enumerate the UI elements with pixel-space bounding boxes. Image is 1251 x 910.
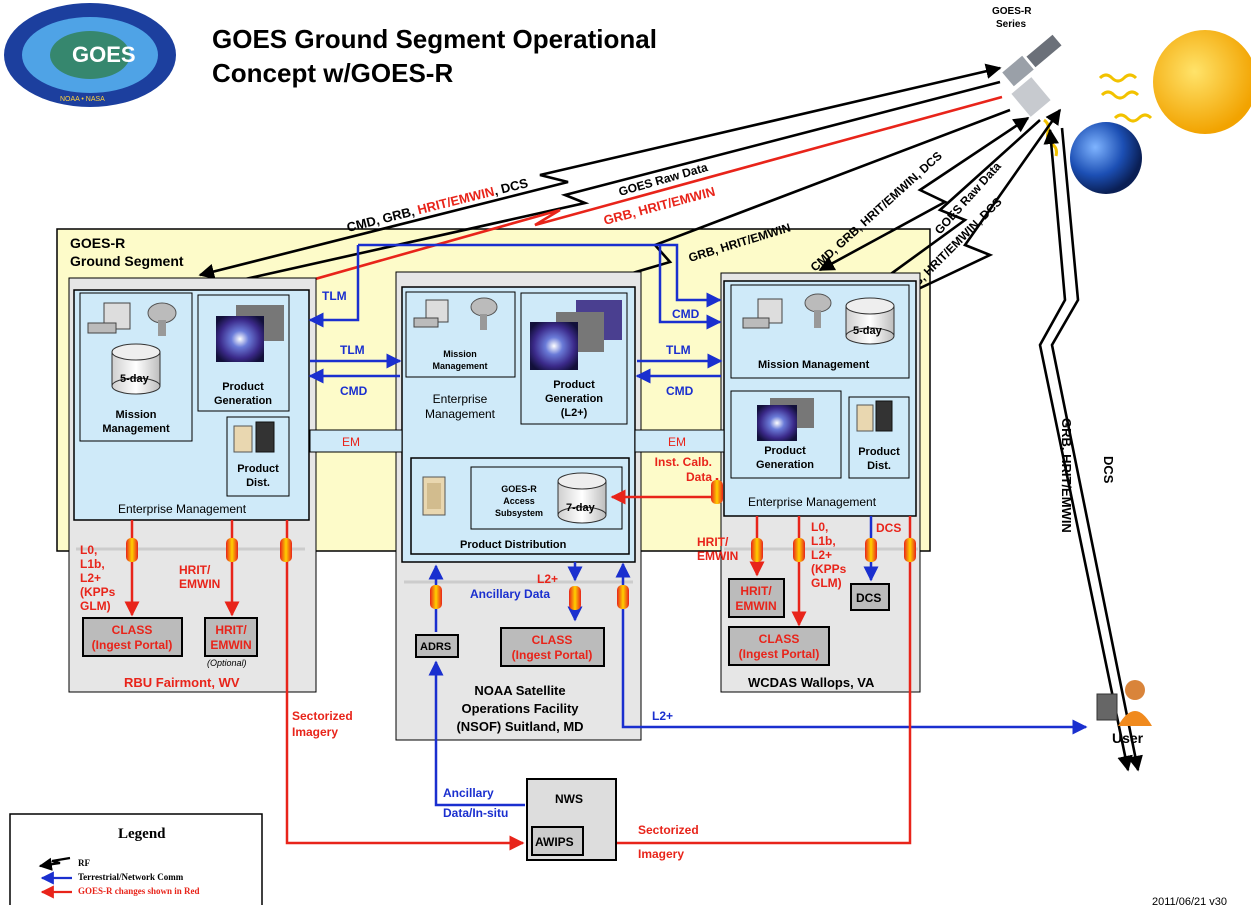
- nws-label: NWS: [555, 792, 583, 806]
- rbu-hrit-box: [204, 617, 258, 657]
- computer-icon: [742, 298, 783, 329]
- wcdas-hrit-box: [728, 578, 785, 618]
- rbu-class-label: CLASS(Ingest Portal): [92, 623, 173, 652]
- rbu-hrit-label: HRIT/EMWIN: [179, 563, 220, 591]
- inst-calb-label: Inst. Calb.Data: [655, 455, 713, 484]
- goes-logo: GOES NOAA • NASA: [4, 3, 176, 107]
- nsof-l2-user-label: L2+: [652, 709, 673, 723]
- legend-title: Legend: [118, 826, 166, 842]
- rbu-optional-label: (Optional): [207, 658, 247, 668]
- wcdas-five-day-label: 5-day: [853, 325, 883, 337]
- tlm-label-top: TLM: [322, 289, 347, 303]
- wcdas-dcs-box-label: DCS: [856, 591, 881, 605]
- nsof-prod-dist-label: Product Distribution: [460, 539, 567, 551]
- logo-ring-text: NOAA • NASA: [60, 96, 105, 103]
- awips-box: [531, 826, 584, 856]
- satellite-imagery-icon: [216, 305, 284, 362]
- wcdas-hrit-label: HRIT/EMWIN: [697, 535, 738, 563]
- rbu-hrit-box-label: HRIT/EMWIN: [210, 623, 251, 652]
- rbu-five-day-label: 5-day: [120, 373, 150, 385]
- cmd-label-left: CMD: [340, 384, 368, 398]
- network-plug-icon: [430, 585, 629, 610]
- five-day-storage-icon: [845, 297, 895, 345]
- satellite-imagery-icon: [530, 300, 622, 370]
- nsof-class-label: CLASS(Ingest Portal): [512, 633, 593, 662]
- legend-rf-label: RF: [78, 858, 90, 868]
- nsof-l2-ancillary-label: L2+Ancillary Data: [470, 572, 558, 601]
- wcdas-dcs-label: DCS: [876, 521, 901, 535]
- legend-changes-label: GOES-R changes shown in Red: [78, 886, 200, 896]
- antenna-icon: [147, 302, 177, 336]
- wcdas-enterprise-label: Enterprise Management: [748, 495, 877, 509]
- sun-icon: [1153, 30, 1251, 134]
- rf-user-dcs-label: DCS: [1101, 456, 1116, 484]
- computer-icon: [87, 302, 131, 334]
- five-day-storage-icon: [111, 343, 161, 395]
- legend-rf-arrow: [38, 856, 71, 871]
- rbu-class-box: [82, 617, 183, 657]
- wcdas-hrit-box-label: HRIT/EMWIN: [735, 584, 776, 613]
- adrs-label: ADRS: [420, 641, 451, 653]
- antenna-icon: [470, 297, 498, 330]
- em-label-left: EM: [342, 435, 360, 449]
- adrs-box: [415, 634, 459, 658]
- computer-icon: [413, 299, 449, 328]
- tlm-label-left: TLM: [340, 343, 365, 357]
- earth-icon: [1070, 122, 1142, 194]
- tlm-label-right: TLM: [666, 343, 691, 357]
- network-plug-icon: [711, 480, 916, 562]
- version-label: 2011/06/21 v30: [1152, 896, 1227, 905]
- satellite-icon: [1002, 34, 1062, 117]
- logo-text: GOES: [72, 42, 136, 67]
- tlm-cmd-links: [308, 243, 723, 384]
- legend-terrestrial-label: Terrestrial/Network Comm: [78, 872, 184, 882]
- server-icon: [422, 476, 446, 516]
- wcdas-mission-label: Mission Management: [758, 359, 870, 371]
- user-label: User: [1112, 730, 1144, 746]
- rbu-enterprise-label: Enterprise Management: [118, 502, 247, 516]
- nsof-class-box: [500, 627, 605, 667]
- em-label-right: EM: [668, 435, 686, 449]
- solar-wave-icon: [1098, 73, 1153, 123]
- rbu-site-name: RBU Fairmont, WV: [124, 675, 240, 690]
- em-link-left: [309, 429, 403, 453]
- wcdas-site-name: WCDAS Wallops, VA: [748, 675, 875, 690]
- user-icon: [1096, 680, 1152, 726]
- cmd-label-right: CMD: [666, 384, 694, 398]
- wcdas-class-box: [728, 626, 830, 666]
- wcdas-dcs-box: [850, 583, 890, 611]
- network-plug-icon: [126, 538, 292, 562]
- seven-day-storage-icon: [557, 472, 607, 524]
- server-icon: [233, 421, 275, 453]
- wcdas-class-label: CLASS(Ingest Portal): [739, 632, 820, 661]
- em-link-right: [634, 429, 725, 453]
- server-icon: [856, 400, 893, 432]
- nsof-seven-day-label: 7-day: [566, 502, 596, 514]
- cmd-label-top: CMD: [672, 307, 700, 321]
- awips-label: AWIPS: [535, 835, 574, 849]
- antenna-icon: [804, 293, 832, 328]
- satellite-imagery-icon: [757, 398, 814, 441]
- rf-user-grb-label: GRB, HRIT/EMWIN: [1059, 418, 1074, 533]
- rbu-arrows: [124, 520, 525, 851]
